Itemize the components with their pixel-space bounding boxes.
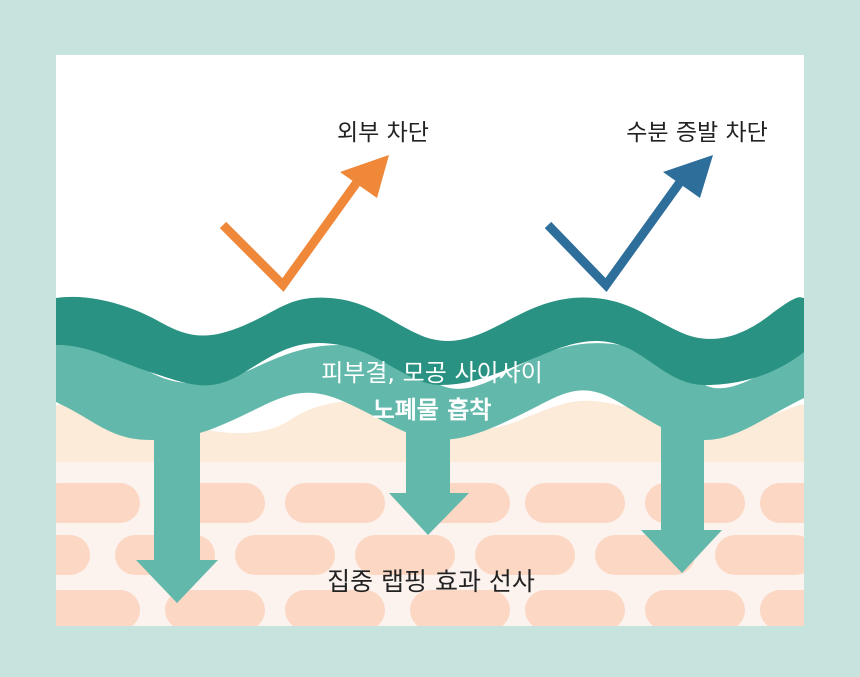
check-arrow-icon	[219, 155, 389, 292]
label-absorb-line2: 노폐물 흡착	[373, 396, 492, 424]
down-arrow-icon	[136, 425, 218, 603]
light-teal-layer	[56, 343, 804, 440]
check-arrow-icon	[544, 155, 713, 292]
label-wrapping: 집중 랩핑 효과 선사	[327, 567, 535, 596]
dark-teal-layer	[56, 296, 804, 386]
label-moisture-block: 수분 증발 차단	[626, 120, 768, 146]
skin-cells	[56, 483, 804, 626]
down-arrow-icon	[641, 425, 722, 573]
down-arrow-icon	[389, 425, 469, 535]
label-absorb-line1: 피부결, 모공 사이사이	[321, 359, 543, 387]
label-external-block: 외부 차단	[337, 120, 429, 146]
